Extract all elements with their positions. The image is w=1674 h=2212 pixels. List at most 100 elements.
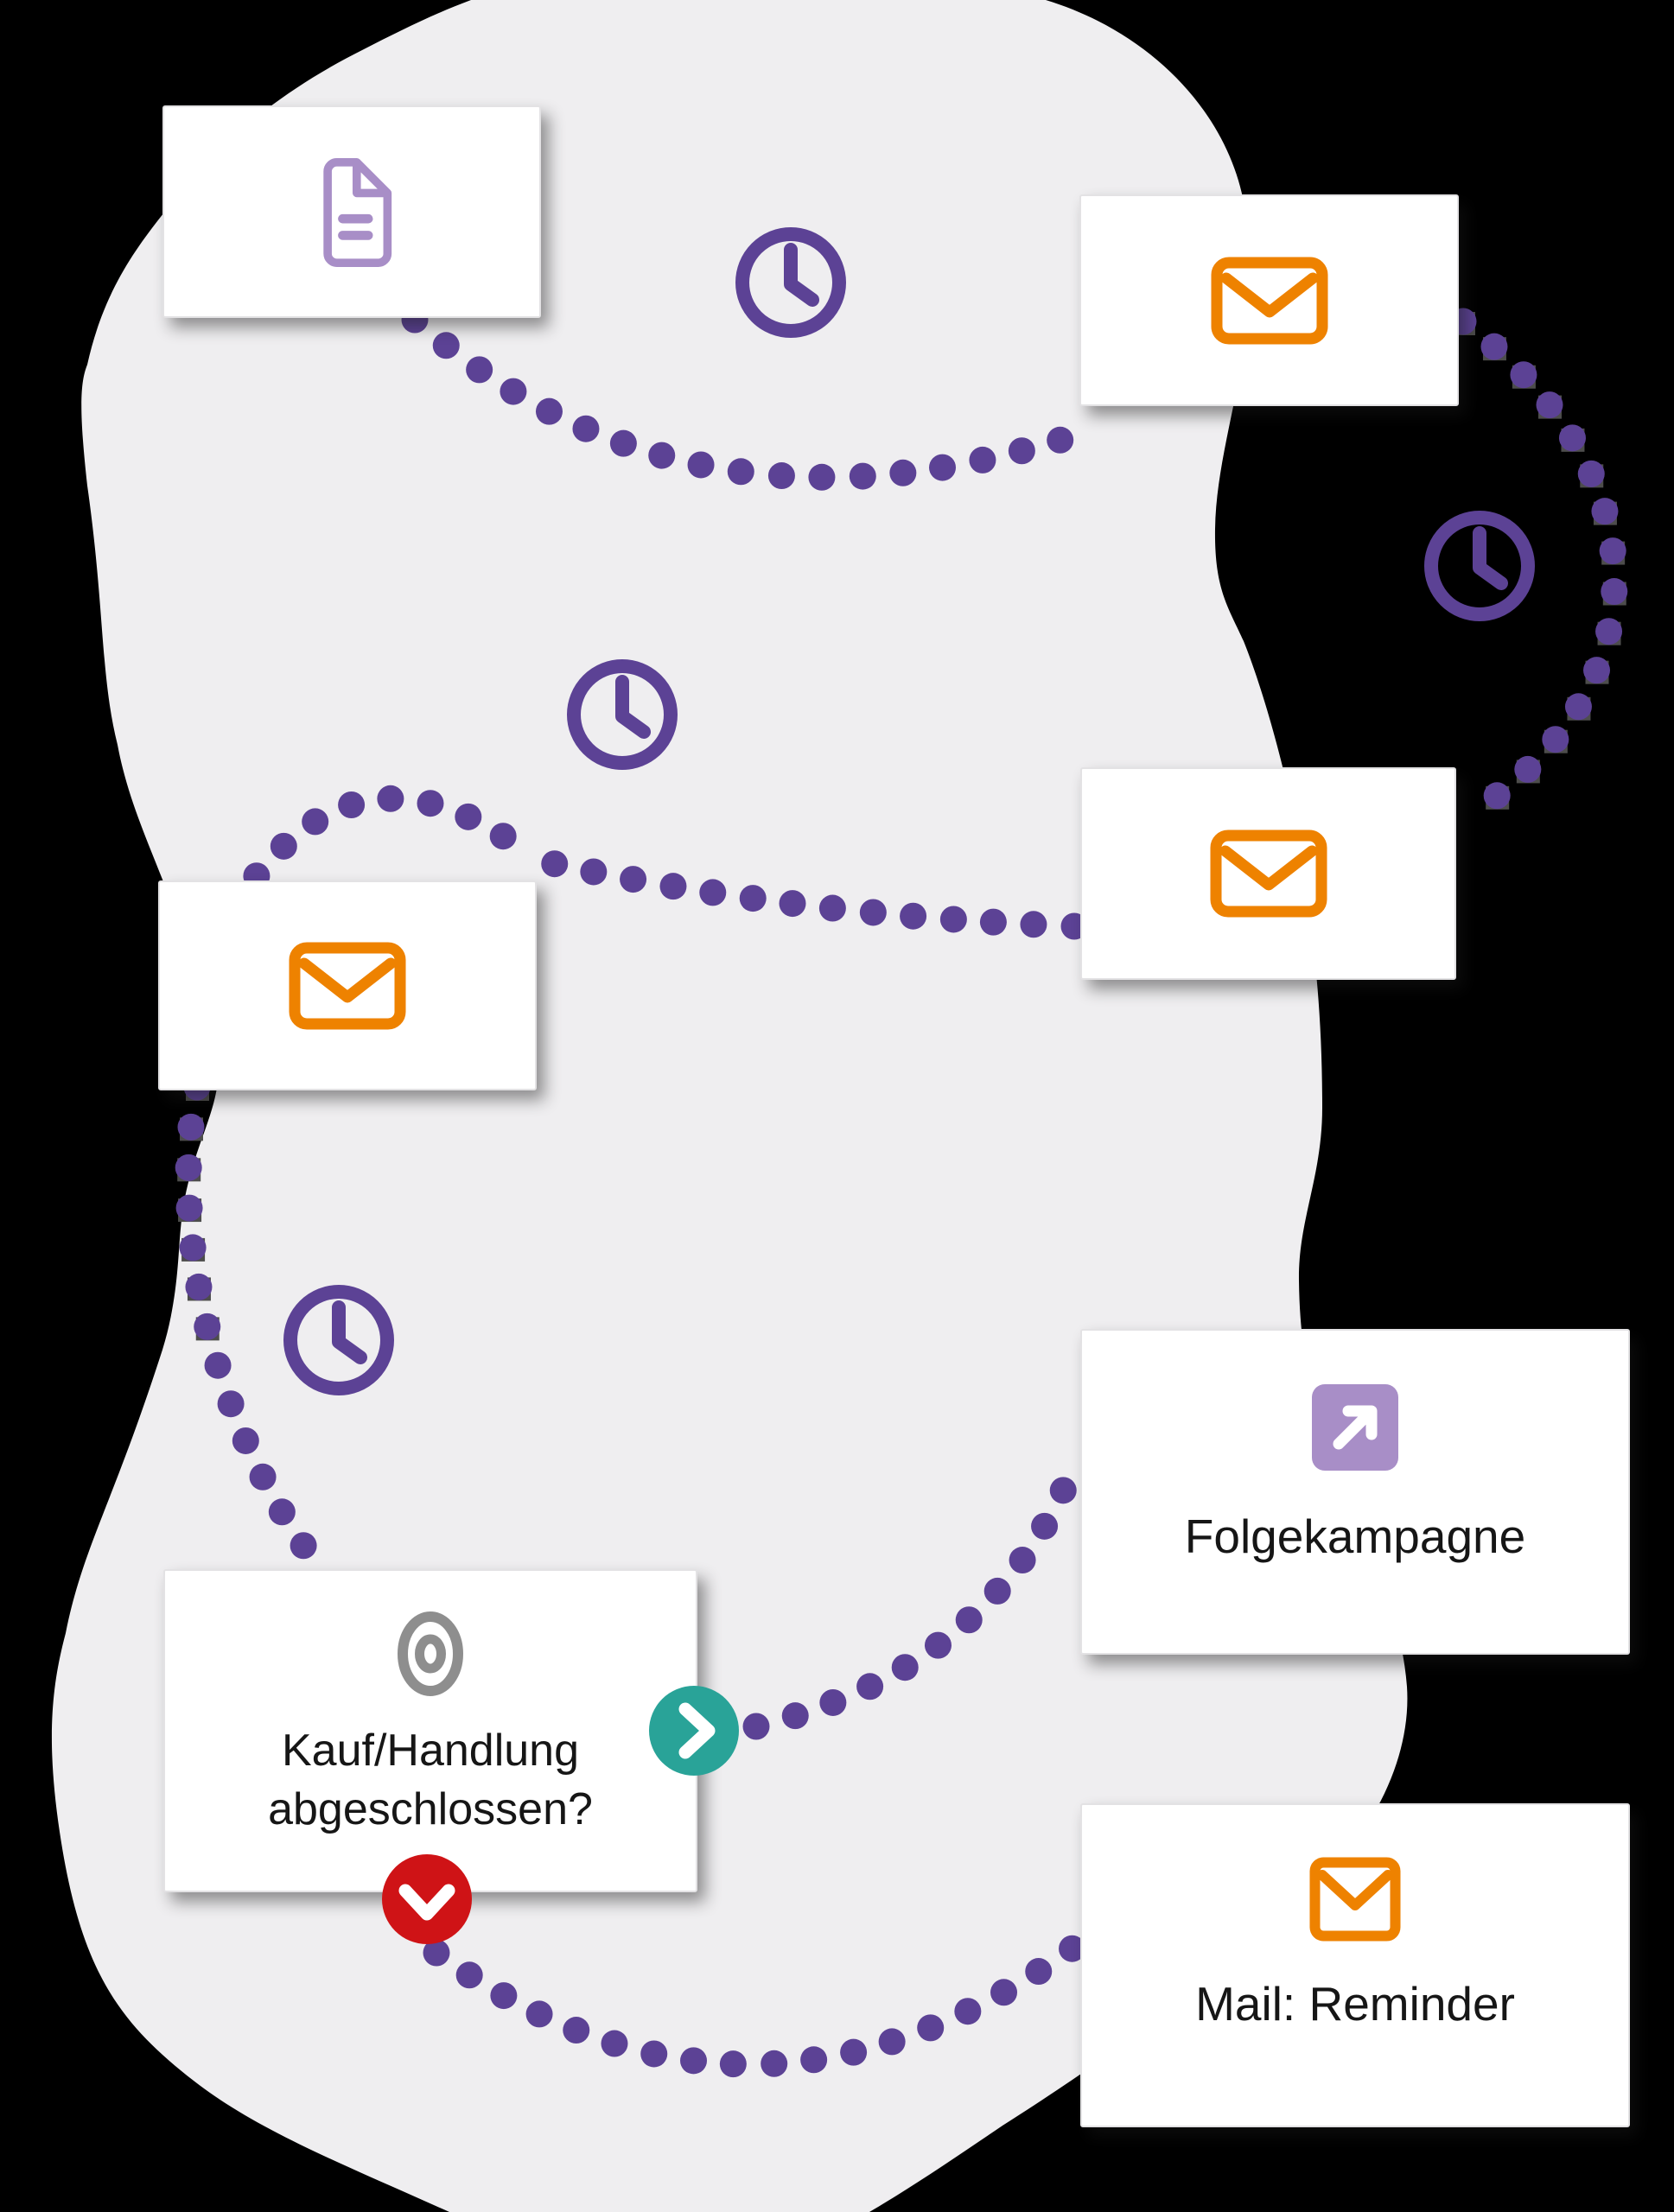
connector-dot [249,1463,277,1491]
connector-dot [270,832,297,860]
dot-shadow-plate [1482,337,1506,361]
connector-dot [889,459,917,486]
connector-dot [924,1631,952,1659]
connector-dot [1049,1477,1077,1504]
connector-dot [204,1351,232,1379]
connector-dot [990,1979,1018,2006]
clock-icon [729,220,853,345]
connector-dot [739,885,767,912]
connector-dot [338,791,366,819]
arrow-up-right-icon [1312,1384,1398,1471]
connector-dot [900,902,927,930]
connector-dot [1601,578,1628,606]
connector-dot [1031,1512,1059,1540]
connector-dot [377,785,404,812]
node-card-mail [158,880,537,1090]
branch-no-badge [382,1854,472,1944]
connector-dot [572,415,600,442]
connector-dot [699,879,727,906]
connector-dot [1595,618,1623,645]
connector-dot [609,429,637,457]
connector-dot [659,873,687,900]
connector-dot [640,2040,668,2068]
clock-icon [277,1278,401,1402]
connector-dot [535,397,563,425]
connector-dot [541,850,569,878]
decision-question-line1: Kauf/Handlung [281,1726,580,1776]
document-icon [323,157,392,267]
connector-dot [1591,498,1619,525]
connector-dot [727,458,754,486]
dot-shadow-plate [1602,582,1626,606]
connector-dot [1480,333,1508,360]
connector-dot [194,1313,221,1340]
connector-dot [969,446,996,474]
connector-dot [1047,426,1074,454]
connector-dot [1577,460,1605,487]
connector-dot [1020,911,1047,938]
node-card-mail [1079,194,1459,406]
dot-shadow-plate [1585,660,1609,684]
card-label: Folgekampagne [1184,1510,1526,1563]
dot-shadow-plate [178,1198,202,1223]
connector-dot [819,1688,847,1716]
connector-dot [601,2030,628,2057]
connector-dot [500,378,527,405]
connector-dot [525,2000,553,2028]
connector-dot [939,906,967,933]
dot-shadow-plate [1561,428,1585,452]
connector-dot [878,2028,906,2056]
connector-dot [1025,1958,1053,1986]
connector-dot [818,894,846,922]
connector-dot [929,454,957,481]
node-card-folgekampagne: Folgekampagne [1080,1329,1630,1655]
node-card-reminder: Mail: Reminder [1080,1803,1630,2127]
connector-dot [1008,437,1035,465]
dot-shadow-plate [177,1158,201,1182]
connector-dot [1009,1547,1036,1574]
connector-dot [800,2046,828,2074]
envelope-icon [289,942,406,1029]
dot-shadow-plate [1538,395,1563,419]
dot-shadow-plate [1516,760,1540,784]
connector-dot [687,451,715,479]
connector-dot [175,1154,202,1181]
dot-shadow-plate [179,1117,203,1141]
connector-dot [268,1498,296,1526]
connector-dot [1583,657,1611,684]
connector-dot [1536,391,1563,419]
node-card-mail [1080,767,1456,980]
dot-shadow-plate [1512,365,1536,389]
envelope-icon [1210,830,1327,918]
connector-dot [580,858,608,886]
connector-dot [302,808,329,836]
envelope-square-icon [1309,1857,1401,1942]
connector-dot [779,890,806,918]
dot-shadow-plate [181,1237,206,1262]
connector-dot [563,2017,590,2044]
connector-dot [455,1961,483,1989]
connector-dot [179,1234,207,1262]
connector-dot [489,823,517,850]
connector-dot [808,463,836,491]
dot-shadow-plate [1597,621,1621,645]
connector-dot [217,1390,245,1418]
connector-dot [917,2014,945,2042]
decision-question-line2: abgeschlossen? [268,1784,593,1834]
clock-icon [1417,504,1542,628]
connector-dot [1510,361,1537,389]
connector-dot [466,356,493,384]
dot-shadow-plate [1567,696,1591,721]
connector-dot [175,1194,203,1222]
connector-dot [1542,726,1569,753]
connector-dot [1564,693,1592,721]
branch-yes-badge [649,1686,739,1776]
dot-shadow-plate [1593,501,1617,525]
connector-dot [781,1702,809,1730]
dot-shadow-plate [195,1317,220,1341]
connector-dot [1483,782,1511,810]
connector-dot [680,2047,708,2075]
connector-dot [719,2050,747,2078]
connector-dot [1599,537,1626,565]
connector-dot [1558,424,1586,452]
